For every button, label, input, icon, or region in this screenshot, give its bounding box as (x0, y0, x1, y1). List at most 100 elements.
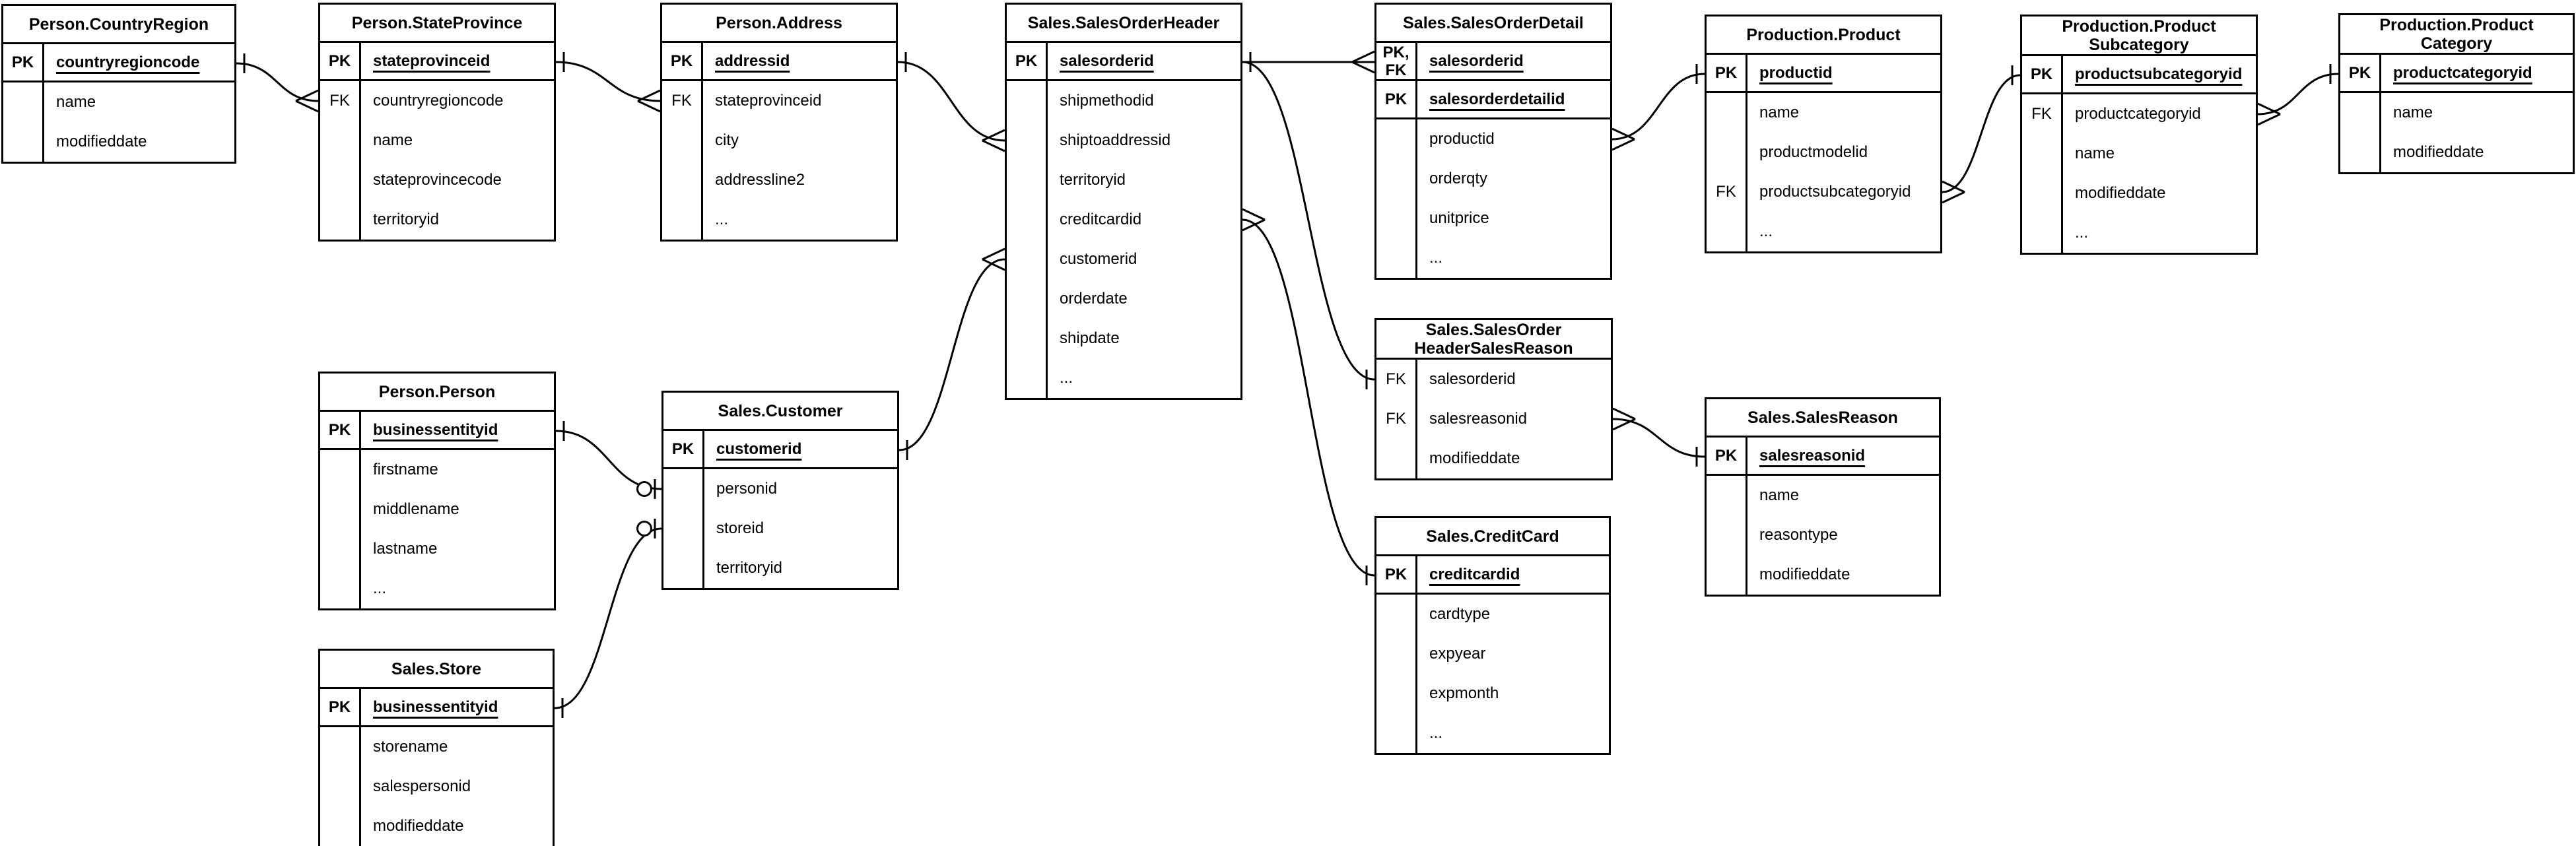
productsubcategory-productcategory-from-crowfoot-icon (2257, 102, 2281, 115)
column-name: storename (373, 738, 448, 756)
column-name: salespersonid (373, 777, 471, 795)
entity-title-line: Sales.SalesOrderDetail (1403, 13, 1584, 32)
column-name: ... (1060, 369, 1073, 387)
key-label: PK (328, 52, 351, 70)
column-name: personid (716, 480, 778, 498)
relationship-path (555, 430, 662, 490)
column-name: unitprice (1429, 209, 1489, 227)
pk-column-name: businessentityid (373, 698, 498, 716)
column-name: addressline2 (715, 171, 805, 189)
person-customer-to-zero-circle-icon (636, 481, 652, 497)
key-label-cell: PK (2022, 56, 2063, 92)
relationship-path (897, 61, 1005, 142)
entity-title-line: Sales.SalesOrderHeader (1027, 13, 1220, 32)
relationship-customer-salesorderheader[interactable] (898, 247, 1005, 460)
column-name: firstname (373, 461, 438, 478)
address-salesorderheader-to-crowfoot-icon (982, 139, 1005, 152)
key-label: PK (2030, 65, 2053, 83)
pk-column-name: salesorderid (1060, 51, 1154, 70)
attribute-name-column: name modifieddate (2381, 93, 2573, 172)
attribute-section: name modifieddate (2340, 93, 2573, 172)
column-name: modifieddate (56, 133, 147, 150)
column-name: shipmethodid (1060, 92, 1154, 110)
column-name: productsubcategoryid (1759, 183, 1911, 201)
column-name: creditcardid (1060, 211, 1142, 228)
relationship-countryregion-stateprovince[interactable] (236, 53, 319, 113)
countryregion-stateprovince-to-crowfoot-icon (295, 89, 319, 102)
column-name: ... (1429, 249, 1443, 267)
entity-title-line: HeaderSalesReason (1414, 339, 1573, 358)
stateprovince-address-to-crowfoot-icon (637, 100, 661, 113)
relationship-salesorderheader-headersalesreason[interactable] (1242, 61, 1375, 389)
key-label: PK (328, 698, 351, 716)
relationship-address-salesorderheader[interactable] (897, 52, 1005, 152)
relationship-salesorderdetail-product[interactable] (1611, 64, 1705, 151)
relationship-product-productsubcategory[interactable] (1942, 65, 2021, 204)
salesorderheader-creditcard-from-crowfoot-icon (1242, 208, 1266, 221)
key-label-cell: PK (1707, 438, 1747, 474)
column-name: shiptoaddressid (1060, 131, 1171, 149)
headersalesreason-salesreason-from-crowfoot-icon (1612, 407, 1636, 420)
entity-title-line: Person.CountryRegion (28, 15, 209, 34)
column-name: modifieddate (2393, 143, 2484, 161)
relationship-store-customer[interactable] (554, 519, 662, 718)
column-name: stateprovinceid (715, 92, 822, 110)
attribute-label-column (1376, 119, 1417, 278)
relationship-salesorderheader-salesorderdetail[interactable] (1242, 50, 1375, 74)
attribute-label-column (320, 727, 361, 846)
key-label: PK (1384, 90, 1407, 108)
countryregion-stateprovince-to-crowfoot-icon (295, 100, 319, 113)
entity-title: Sales.SalesOrderHeader (1007, 5, 1240, 43)
column-name: name (373, 131, 413, 149)
column-name: cardtype (1429, 605, 1491, 623)
pk-column-name: salesorderdetailid (1429, 90, 1565, 108)
customer-salesorderheader-to-crowfoot-icon (982, 247, 1005, 261)
column-name: name (1759, 486, 1800, 504)
relationship-headersalesreason-salesreason[interactable] (1612, 407, 1705, 467)
entity-title: Sales.CreditCard (1376, 518, 1609, 556)
key-label-cell: PK (1376, 556, 1417, 593)
key-label-cell: PK (663, 431, 704, 467)
attribute-label-column (663, 469, 704, 588)
relationship-person-customer[interactable] (555, 421, 662, 499)
entity-title: Person.StateProvince (320, 5, 554, 43)
relationship-stateprovince-address[interactable] (555, 52, 661, 113)
relationship-salesorderheader-creditcard[interactable] (1242, 208, 1375, 585)
key-label: PK (1384, 566, 1407, 583)
entity-title-line: Person.Person (378, 382, 496, 401)
relationship-productsubcategory-productcategory[interactable] (2257, 64, 2339, 126)
column-name: name (2393, 104, 2433, 121)
column-name: productid (1429, 130, 1495, 148)
column-name: name (1759, 104, 1800, 121)
fk-label: FK (671, 92, 692, 110)
key-label-cell: PK (1007, 43, 1048, 79)
attribute-label-column (2340, 93, 2381, 172)
entity-title: Sales.SalesOrderDetail (1376, 5, 1610, 43)
